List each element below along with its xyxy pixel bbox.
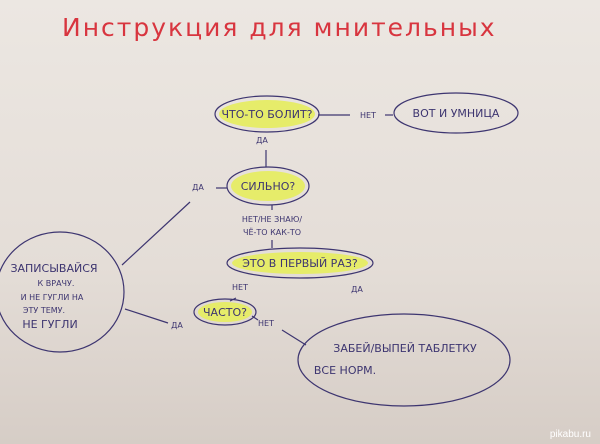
node-often: Часто?: [193, 298, 257, 326]
label-often-no: НЕТ: [258, 319, 274, 328]
svg-text:Сильно?: Сильно?: [241, 180, 296, 193]
svg-text:Часто?: Часто?: [203, 306, 247, 319]
edge-often-no-a: [251, 315, 259, 321]
svg-text:Записывайся: Записывайся: [10, 262, 97, 275]
svg-text:И не гугли на: И не гугли на: [21, 293, 84, 302]
svg-text:к врачу.: к врачу.: [38, 279, 75, 288]
label-bad-no-2: чё-то как-то: [243, 227, 301, 237]
edge-to-doctor-2: [124, 308, 169, 324]
svg-text:Не гугли: Не гугли: [22, 318, 77, 331]
node-first: Это в первый раз?: [226, 247, 374, 279]
svg-text:эту тему.: эту тему.: [23, 306, 65, 315]
label-bad-no-1: НЕТ/НЕ ЗНАЮ/: [242, 215, 303, 224]
label-hurts-yes: ДА: [256, 136, 268, 145]
label-often-yes: ДА: [171, 321, 183, 330]
node-good: Вот и умница: [393, 92, 519, 134]
diagram-title: Инструкция для мнительных: [62, 13, 497, 42]
svg-text:Вот и умница: Вот и умница: [413, 107, 500, 120]
svg-text:Это в первый раз?: Это в первый раз?: [242, 257, 358, 270]
node-doctor: Записывайся к врачу. И не гугли на эту т…: [0, 231, 125, 353]
label-first-no: НЕТ: [232, 283, 248, 292]
edge-to-doctor-1: [121, 201, 191, 266]
svg-text:все норм.: все норм.: [314, 364, 376, 377]
svg-text:Забей/выпей таблетку: Забей/выпей таблетку: [333, 342, 477, 355]
node-bad: Сильно?: [226, 166, 310, 206]
label-hurts-no: НЕТ: [360, 111, 376, 120]
label-bad-yes: ДА: [192, 183, 204, 192]
label-first-yes: ДА: [351, 285, 363, 294]
node-hurts: Что-то болит?: [214, 95, 320, 133]
node-pill: Забей/выпей таблетку все норм.: [297, 313, 511, 407]
watermark: pikabu.ru: [550, 429, 591, 440]
svg-text:Что-то болит?: Что-то болит?: [221, 108, 312, 121]
connectors: [121, 114, 393, 346]
edge-often-no-b: [281, 329, 307, 346]
